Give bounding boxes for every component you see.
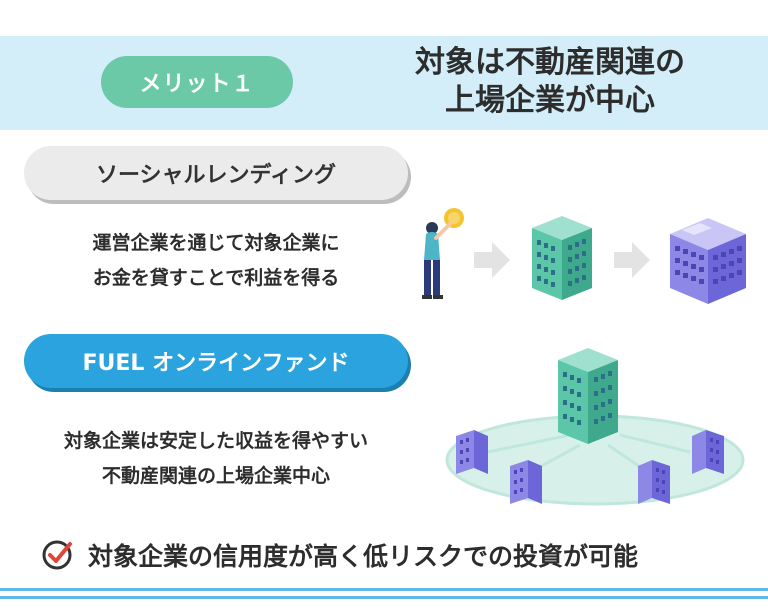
check-circle-icon [42,540,72,570]
footer-divider [0,588,768,591]
headline-line2: 上場企業が中心 [445,83,655,118]
fuel-desc-line1: 対象企業は安定した収益を得やすい [63,430,368,452]
fuel-desc-line2: 不動産関連の上場企業中心 [101,465,330,487]
conclusion: 対象企業の信用度が高く低リスクでの投資が可能 [40,537,638,573]
footer-divider [0,596,768,599]
social-lending-description: 運営企業を通じて対象企業に お金を貸すことで利益を得る [24,226,408,296]
arrow-right-icon [474,242,510,278]
social-lending-label: ソーシャルレンディング [24,146,408,200]
lending-flow-illustration [422,208,746,304]
fuel-label: FUEL オンラインファンド [24,334,408,388]
social-desc-line2: お金を貸すことで利益を得る [92,267,340,289]
headline-line1: 対象は不動産関連の [415,45,685,80]
central-building-icon [558,348,618,444]
headline: 対象は不動産関連の 上場企業が中心 [370,44,730,120]
merit-badge: メリット１ [101,56,293,108]
listed-company-building-icon [456,430,488,474]
operator-building-icon [532,216,592,300]
social-desc-line1: 運営企業を通じて対象企業に [92,232,340,254]
investor-person-icon [422,208,464,299]
fuel-network-illustration [445,348,745,506]
fuel-description: 対象企業は安定した収益を得やすい 不動産関連の上場企業中心 [12,424,420,494]
listed-company-building-icon [692,430,724,474]
listed-company-building-icon [638,460,670,504]
listed-company-building-icon [510,460,542,504]
conclusion-text: 対象企業の信用度が高く低リスクでの投資が可能 [88,542,639,571]
arrow-right-icon [614,242,650,278]
target-company-building-icon [670,218,746,304]
